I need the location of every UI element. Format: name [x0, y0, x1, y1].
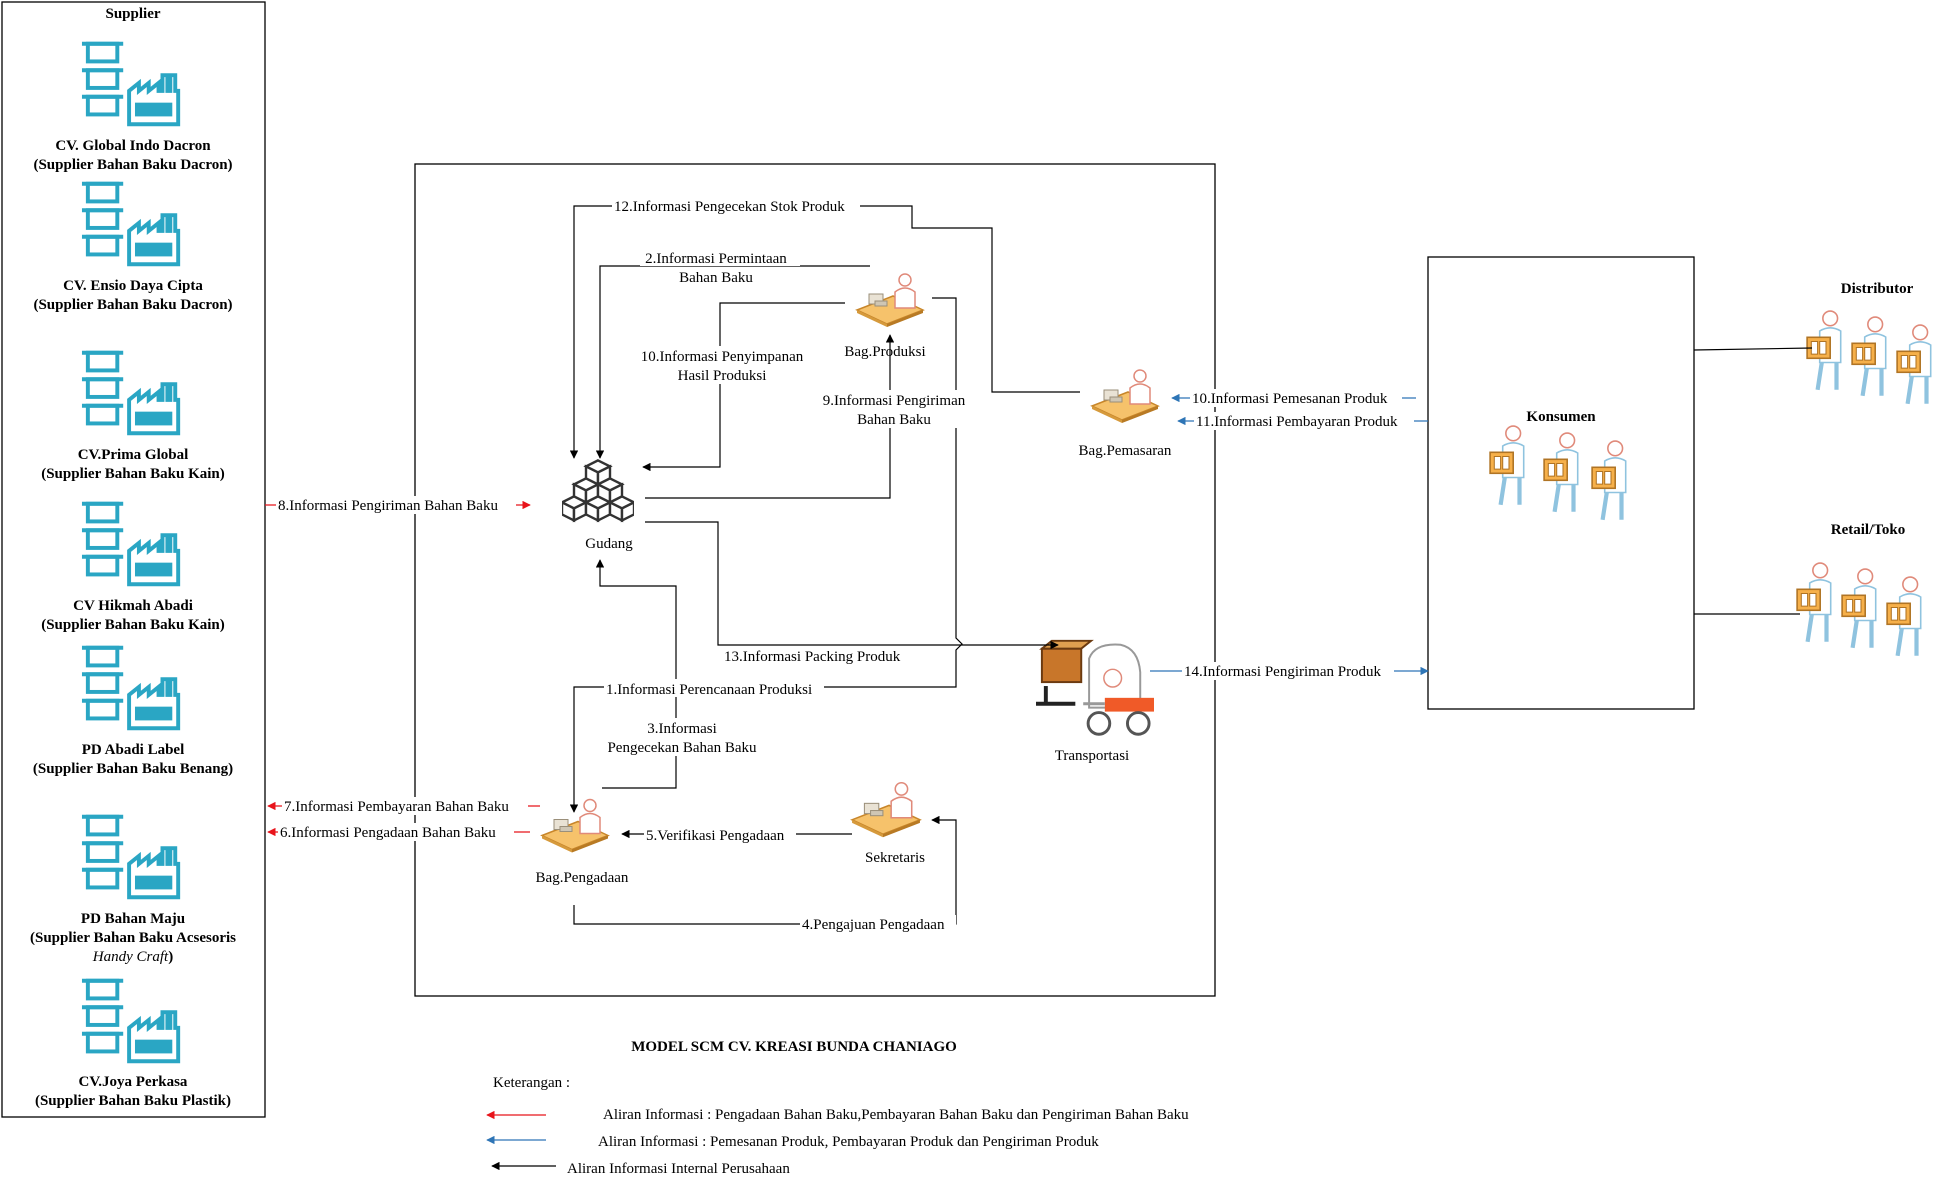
supplier-desc: (Supplier Bahan Baku Acsesoris	[30, 930, 236, 946]
konsumen-label: Konsumen	[1526, 409, 1596, 425]
supplier-item: CV. Ensio Daya Cipta (Supplier Bahan Bak…	[33, 184, 233, 313]
transportasi-label: Transportasi	[1055, 748, 1129, 764]
flow-10c-label: 10.Informasi Pemesanan Produk	[1192, 391, 1388, 407]
flow-3-line	[595, 559, 677, 789]
supplier-item: CV.Joya Perkasa (Supplier Bahan Baku Pla…	[35, 981, 231, 1109]
distributor-node: Distributor	[1807, 281, 1931, 404]
supplier-panel-border	[1, 1, 266, 1118]
flow-10-label: 10.Informasi Penyimpanan	[641, 349, 804, 365]
sekretaris-node: Sekretaris	[851, 781, 925, 866]
flow-9-label: 9.Informasi Pengiriman	[823, 393, 966, 409]
flow-10-line	[642, 302, 845, 472]
distributor-person-icon	[1897, 325, 1931, 404]
flow-12-label: 12.Informasi Pengecekan Stok Produk	[614, 199, 845, 215]
supplier-item: CV.Prima Global (Supplier Bahan Baku Kai…	[41, 353, 225, 482]
flow-4-label: 4.Pengajuan Pengadaan	[802, 917, 945, 933]
supplier-factory-icon	[82, 353, 178, 434]
gudang-label: Gudang	[585, 536, 633, 552]
marketing-worker-icon	[1091, 369, 1159, 423]
gudang-node: Gudang	[562, 459, 634, 552]
flow-9-label-line2: Bahan Baku	[857, 412, 931, 428]
retail-person-icon	[1797, 563, 1831, 642]
pengadaan-label: Bag.Pengadaan	[536, 870, 629, 886]
konsumen-node: Konsumen	[1490, 409, 1626, 520]
retail-person-icon	[1887, 577, 1921, 656]
supplier-desc: (Supplier Bahan Baku Dacron)	[33, 157, 232, 173]
konsumen-box	[1427, 256, 1695, 710]
secretary-worker-icon	[851, 781, 921, 838]
supplier-name: CV.Joya Perkasa	[79, 1074, 188, 1090]
supplier-name: CV.Prima Global	[78, 447, 189, 463]
retail-node: Retail/Toko	[1797, 522, 1921, 656]
customer-person-icon	[1490, 426, 1524, 505]
pengadaan-node: Bag.Pengadaan	[536, 798, 629, 886]
supplier-desc: (Supplier Bahan Baku Kain)	[41, 466, 225, 482]
supplier-desc: (Supplier Bahan Baku Dacron)	[33, 297, 232, 313]
flow-14-label: 14.Informasi Pengiriman Produk	[1184, 664, 1382, 680]
sekretaris-label: Sekretaris	[865, 850, 925, 866]
boxes-icon	[562, 459, 634, 522]
diagram-title: MODEL SCM CV. KREASI BUNDA CHANIAGO	[631, 1039, 957, 1055]
flow-2-label-line2: Bahan Baku	[679, 270, 753, 286]
transportasi-node: Transportasi	[1036, 638, 1154, 764]
production-worker-icon	[856, 273, 924, 327]
company-boundary	[414, 163, 1216, 997]
legend: Keterangan : Aliran Informasi : Pengadaa…	[486, 1075, 1189, 1177]
supplier-panel-title: Supplier	[105, 6, 160, 22]
supplier-name: CV. Global Indo Dacron	[55, 138, 211, 154]
supplier-name: PD Abadi Label	[82, 742, 185, 758]
distributor-label: Distributor	[1841, 281, 1914, 297]
flow-9-line	[645, 334, 895, 499]
supplier-name: CV Hikmah Abadi	[73, 598, 193, 614]
flow-12-line	[569, 205, 1080, 459]
customer-person-icon	[1544, 433, 1578, 512]
retail-person-icon	[1842, 569, 1876, 648]
supplier-item: CV. Global Indo Dacron (Supplier Bahan B…	[33, 44, 233, 173]
flow-3-label: 3.Informasi	[647, 721, 717, 737]
konsumen-distributor-line	[1693, 347, 1813, 351]
supplier-desc: (Supplier Bahan Baku Kain)	[41, 617, 225, 633]
supplier-item: CV Hikmah Abadi (Supplier Bahan Baku Kai…	[41, 504, 225, 633]
retail-label: Retail/Toko	[1831, 522, 1905, 538]
supplier-item: PD Abadi Label (Supplier Bahan Baku Bena…	[33, 648, 233, 777]
flow-8-label: 8.Informasi Pengiriman Bahan Baku	[278, 498, 498, 514]
supplier-name: CV. Ensio Daya Cipta	[63, 278, 203, 294]
supplier-factory-icon	[82, 648, 178, 729]
flow-11-label: 11.Informasi Pembayaran Produk	[1196, 414, 1398, 430]
flow-5-label: 5.Verifikasi Pengadaan	[646, 828, 785, 844]
flow-10-label-line2: Hasil Produksi	[678, 368, 767, 384]
flow-13-line	[645, 521, 1059, 650]
supplier-name: PD Bahan Maju	[81, 911, 185, 927]
legend-red-text: Aliran Informasi : Pengadaan Bahan Baku,…	[603, 1107, 1189, 1123]
pemasaran-label: Bag.Pemasaran	[1079, 443, 1172, 459]
forklift-icon	[1036, 638, 1154, 737]
flow-2-label: 2.Informasi Permintaan	[645, 251, 787, 267]
flow-7-label: 7.Informasi Pembayaran Bahan Baku	[284, 799, 509, 815]
supplier-factory-icon	[82, 44, 178, 125]
pemasaran-node: Bag.Pemasaran	[1079, 369, 1172, 459]
flow-6-label: 6.Informasi Pengadaan Bahan Baku	[280, 825, 496, 841]
legend-title: Keterangan :	[493, 1075, 570, 1091]
supplier-item: PD Bahan Maju (Supplier Bahan Baku Acses…	[30, 817, 236, 965]
customer-person-icon	[1592, 441, 1626, 520]
supplier-desc: (Supplier Bahan Baku Benang)	[33, 761, 233, 777]
supplier-desc-continued: Handy Craft)	[92, 949, 173, 965]
supplier-desc: (Supplier Bahan Baku Plastik)	[35, 1093, 231, 1109]
procurement-worker-icon	[540, 798, 610, 854]
distributor-person-icon	[1807, 311, 1841, 390]
supplier-factory-icon	[82, 184, 178, 265]
flow-3-label-line2: Pengecekan Bahan Baku	[607, 740, 757, 756]
legend-black-text: Aliran Informasi Internal Perusahaan	[567, 1161, 790, 1177]
produksi-node: Bag.Produksi	[844, 273, 926, 360]
supplier-factory-icon	[82, 981, 178, 1062]
supplier-panel: Supplier CV. Global Indo Dacron (Supplie…	[1, 1, 266, 1118]
supplier-factory-icon	[82, 817, 178, 898]
legend-blue-text: Aliran Informasi : Pemesanan Produk, Pem…	[598, 1134, 1099, 1150]
produksi-label: Bag.Produksi	[844, 344, 925, 360]
distributor-person-icon	[1852, 317, 1886, 396]
flow-1-label: 1.Informasi Perencanaan Produksi	[606, 682, 812, 698]
supplier-factory-icon	[82, 504, 178, 585]
flow-13-label: 13.Informasi Packing Produk	[724, 649, 901, 665]
